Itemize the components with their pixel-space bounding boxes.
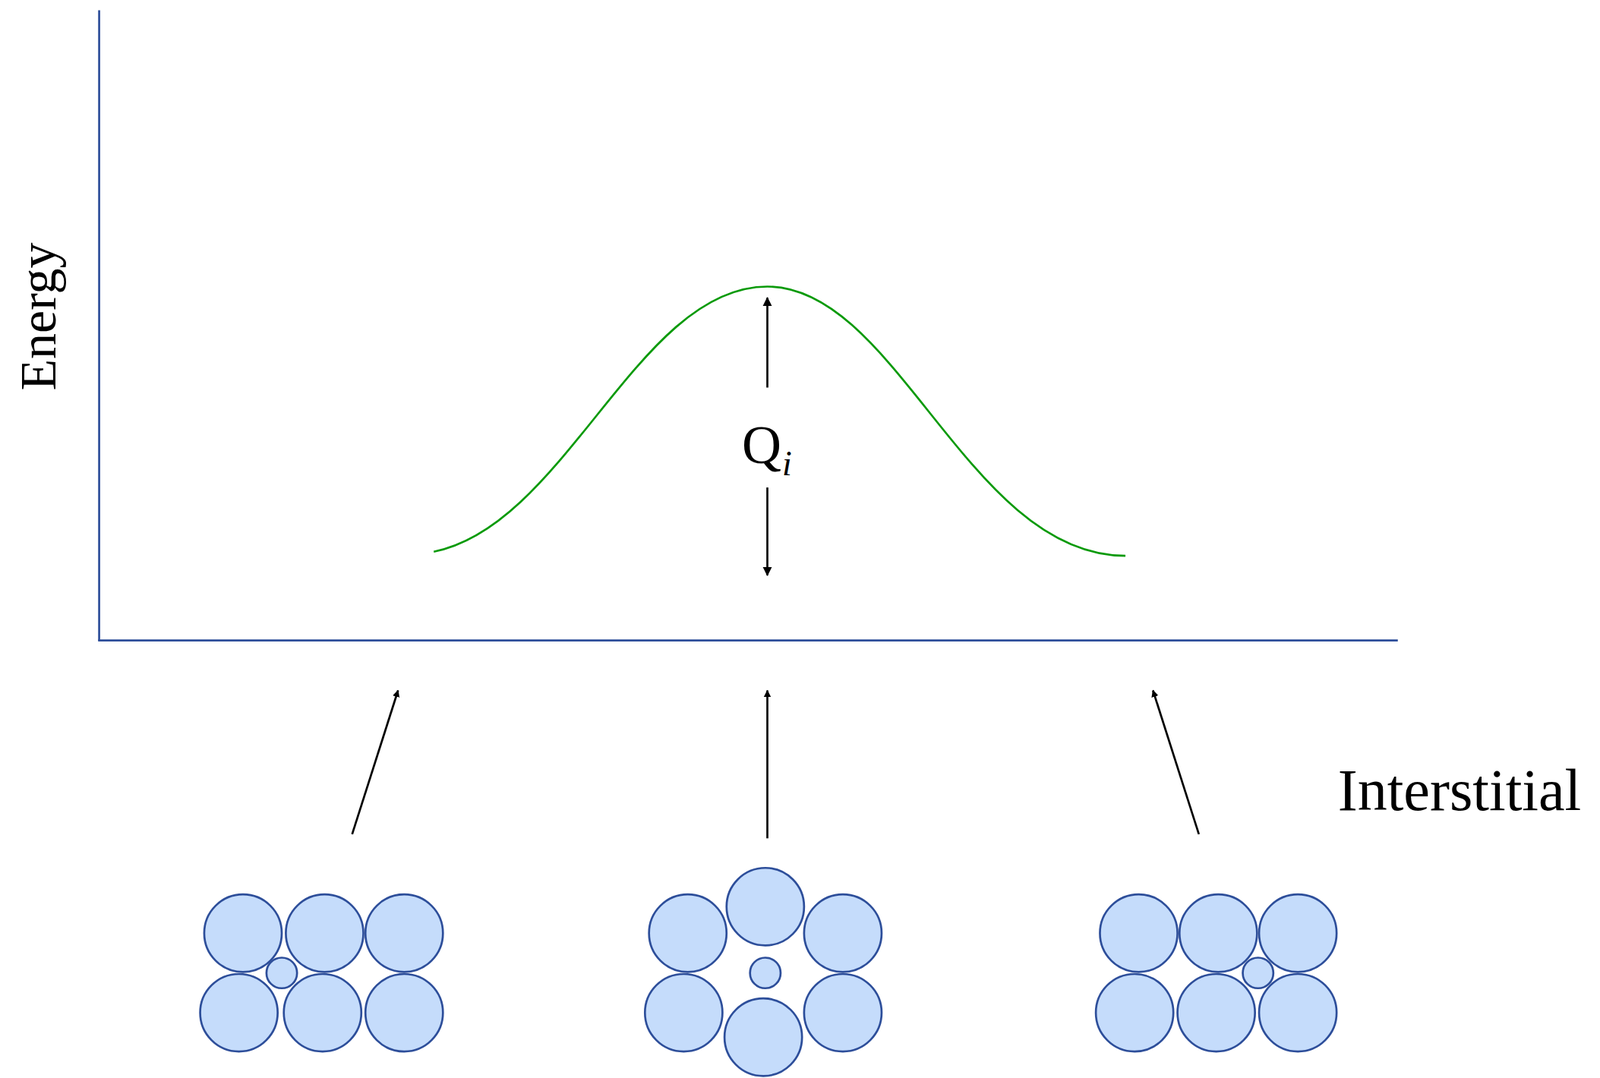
host-atom: [365, 894, 443, 972]
subscript: i: [782, 446, 793, 482]
host-atom: [804, 894, 882, 972]
host-atom: [1095, 974, 1174, 1052]
host-atom: [724, 998, 802, 1077]
atom-lattice-right: [1095, 894, 1337, 1052]
host-atom: [200, 974, 278, 1052]
host-atom: [1099, 894, 1178, 972]
host-atom: [284, 974, 362, 1052]
quantity-symbol: Q: [741, 417, 782, 473]
arrow-up: [766, 297, 769, 388]
host-atom: [285, 894, 363, 972]
host-atom: [726, 867, 805, 946]
pointer-arrow: [766, 690, 769, 839]
axes: [97, 9, 1399, 641]
host-atom: [649, 894, 727, 972]
atom-lattice-left: [200, 894, 444, 1052]
host-atom: [365, 974, 443, 1052]
host-atom: [1259, 894, 1337, 972]
host-atom: [804, 974, 882, 1052]
host-atom: [1177, 974, 1256, 1052]
pointer-arrows: [352, 690, 1200, 839]
host-atom: [644, 974, 723, 1052]
axis-label: Energy: [12, 242, 64, 391]
interstitial-atom: [266, 957, 297, 988]
interstitial-atom: [750, 957, 781, 988]
host-atom: [204, 894, 282, 972]
y-axis: [97, 9, 101, 641]
pointer-arrow: [1152, 690, 1199, 834]
pointer-arrow: [352, 690, 398, 834]
x-axis: [97, 639, 1399, 642]
host-atom: [1179, 894, 1257, 972]
interstitial-atom: [1243, 957, 1274, 988]
axis-label: Interstitial: [1338, 760, 1582, 821]
atom-lattice-middle: [644, 867, 882, 1077]
host-atom: [1259, 974, 1337, 1052]
arrow-down: [766, 487, 769, 576]
energy-curve: [433, 287, 1126, 557]
